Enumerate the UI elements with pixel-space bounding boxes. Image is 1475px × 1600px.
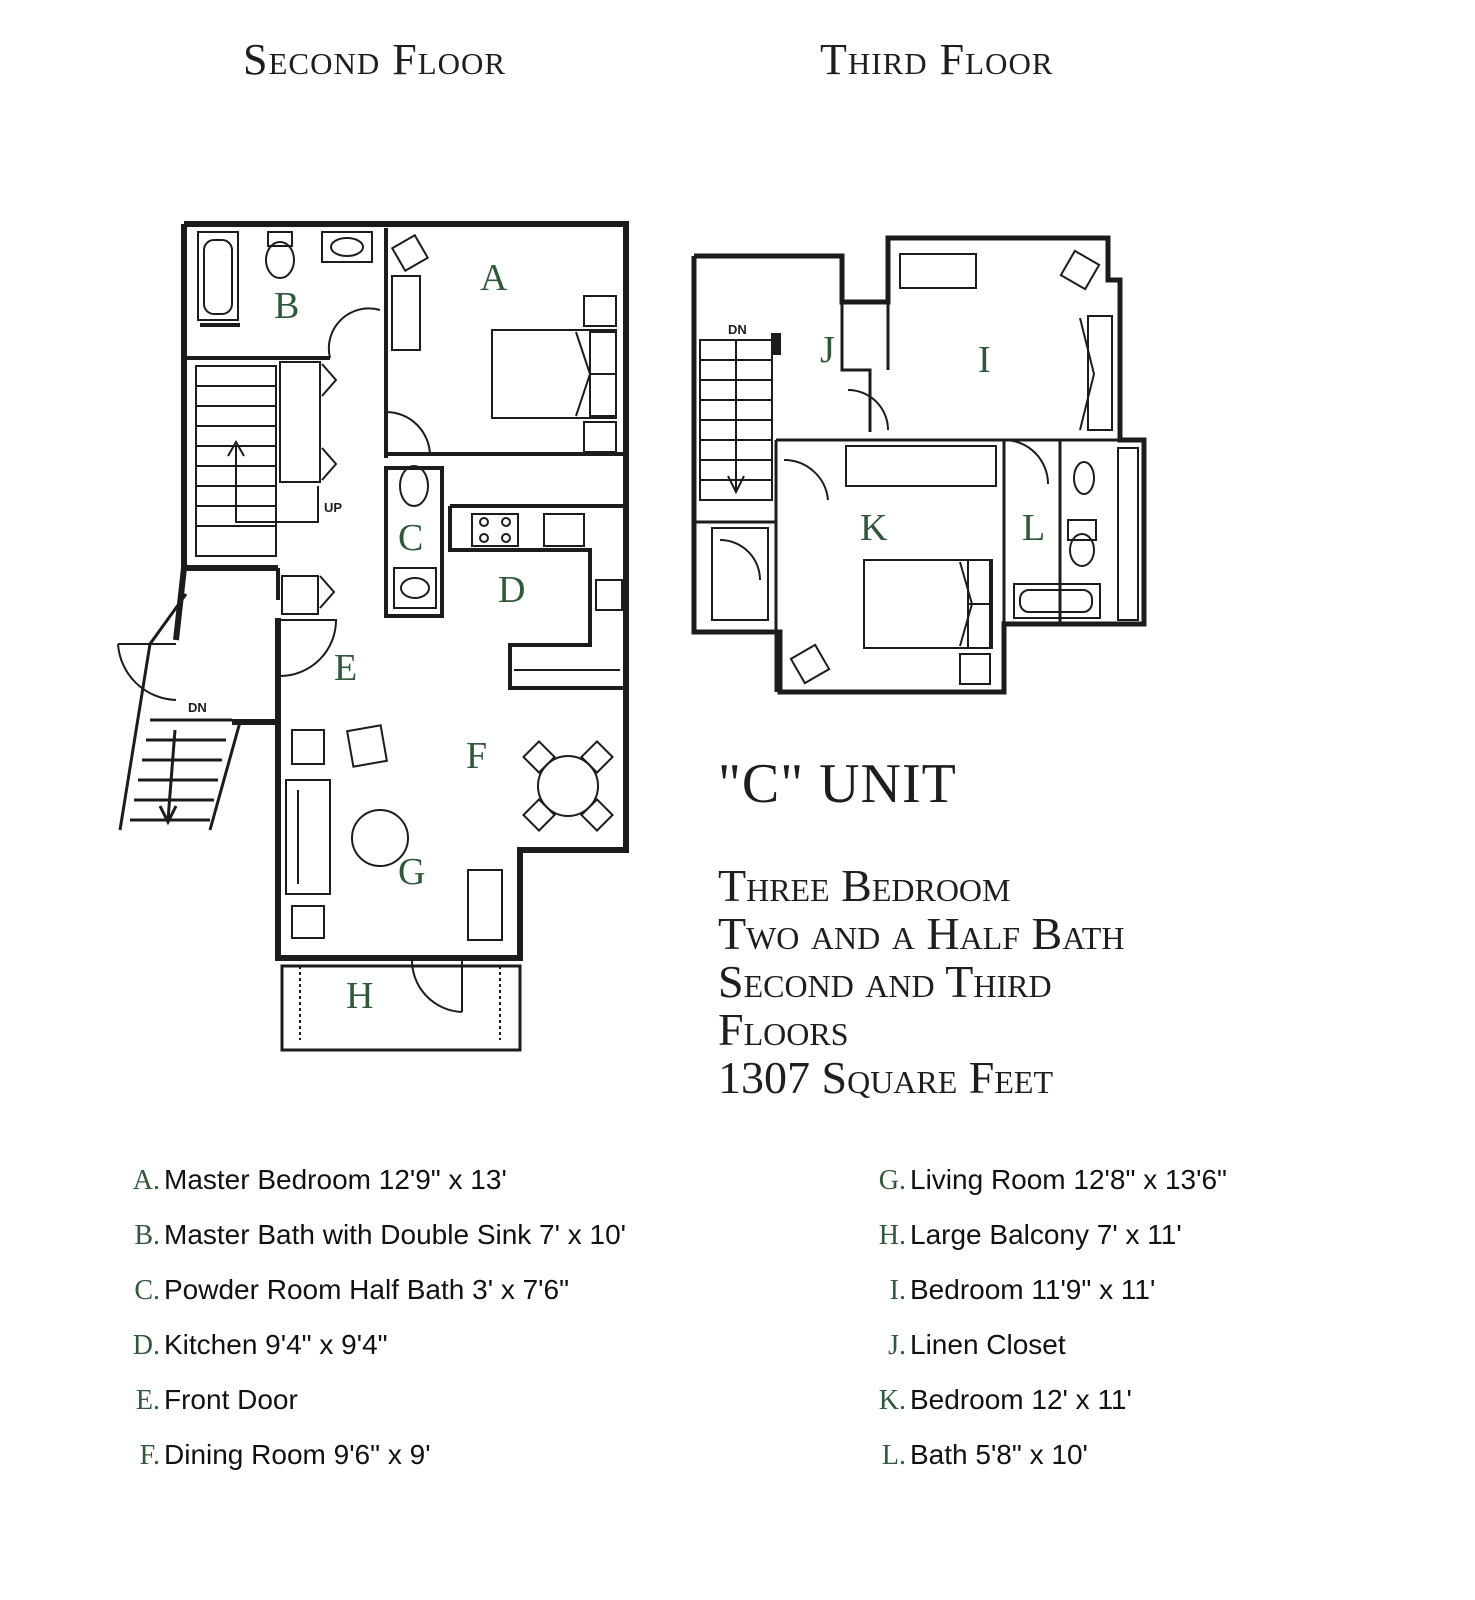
room-label-h: H: [346, 975, 373, 1017]
bedroom-i-furniture: [847, 249, 1113, 485]
legend-key: I.: [889, 1275, 906, 1306]
legend-item-i: I.Bedroom 11'9" x 11': [868, 1274, 1156, 1307]
room-label-l: L: [1022, 507, 1045, 549]
room-label-g: G: [398, 851, 425, 893]
kitchen-fixtures: [471, 513, 623, 671]
legend-item-d: D.Kitchen 9'4" x 9'4": [122, 1329, 388, 1362]
legend-item-l: L.Bath 5'8" x 10': [868, 1439, 1088, 1472]
interior-stair-up-label: UP: [324, 500, 342, 515]
front-door-swing: [279, 619, 338, 677]
bedroom-k-furniture: [711, 527, 993, 685]
second-floor-title: Second Floor: [243, 35, 507, 84]
entry-stair: [117, 593, 242, 831]
legend-key: K.: [878, 1385, 906, 1416]
room-label-c: C: [398, 517, 423, 559]
legend-item-a: A.Master Bedroom 12'9" x 13': [122, 1164, 507, 1197]
room-label-i: I: [978, 339, 991, 381]
legend-text: Bath 5'8" x 10': [910, 1439, 1088, 1470]
floor-plans: DN UP: [117, 221, 1147, 1052]
legend-item-b: B.Master Bath with Double Sink 7' x 10': [122, 1219, 626, 1252]
bedroom-k-closet: [783, 445, 997, 501]
legend-text: Linen Closet: [910, 1329, 1066, 1360]
third-floor-title: Third Floor: [820, 35, 1054, 84]
balcony: [280, 955, 522, 1052]
dining-set: [522, 740, 614, 832]
summary-line-baths: Two and a Half Bath: [718, 908, 1125, 959]
legend-text: Living Room 12'8" x 13'6": [910, 1164, 1227, 1195]
legend-text: Powder Room Half Bath 3' x 7'6": [164, 1274, 570, 1305]
unit-name: "C" UNIT: [718, 753, 957, 815]
entry-stair-dn-label: DN: [188, 700, 207, 715]
bath-l-fixtures: [1013, 447, 1139, 621]
legend-key: F.: [139, 1440, 160, 1471]
legend-key: D.: [132, 1330, 160, 1361]
summary-line-floors-cont: Floors: [718, 1004, 849, 1055]
room-label-k: K: [860, 507, 888, 549]
room-label-e: E: [334, 647, 357, 689]
legend-item-h: H.Large Balcony 7' x 11': [868, 1219, 1182, 1252]
room-label-d: D: [498, 569, 525, 611]
legend-text: Dining Room 9'6" x 9': [164, 1439, 431, 1470]
legend-key: B.: [134, 1220, 160, 1251]
summary-line-floors: Second and Third: [718, 956, 1052, 1007]
legend-item-f: F.Dining Room 9'6" x 9': [122, 1439, 431, 1472]
second-floor-plan: DN UP: [117, 221, 629, 1052]
legend-text: Master Bath with Double Sink 7' x 10': [164, 1219, 627, 1250]
room-label-j: J: [820, 329, 835, 371]
third-floor-stair: [699, 333, 781, 501]
third-floor-interior-walls: [694, 302, 1120, 692]
room-label-a: A: [480, 257, 508, 299]
legend-key: E.: [135, 1385, 160, 1416]
unit-summary: Three Bedroom Two and a Half Bath Second…: [718, 862, 1124, 1102]
legend-key: J.: [888, 1330, 906, 1361]
legend-item-c: C.Powder Room Half Bath 3' x 7'6": [122, 1274, 569, 1307]
third-floor-stair-dn-label: DN: [728, 322, 747, 337]
third-floor-outer-walls: [691, 235, 1147, 695]
legend-key: L.: [881, 1440, 906, 1471]
third-floor-plan: DN: [691, 235, 1147, 695]
legend-key: H.: [878, 1220, 906, 1251]
legend-item-j: J.Linen Closet: [868, 1329, 1066, 1362]
legend-text: Front Door: [164, 1384, 298, 1415]
legend-item-k: K.Bedroom 12' x 11': [868, 1384, 1132, 1417]
legend-key: A.: [132, 1165, 160, 1196]
room-label-f: F: [466, 735, 487, 777]
legend-item-e: E.Front Door: [122, 1384, 298, 1417]
master-bedroom-furniture: [385, 233, 617, 457]
summary-line-bedrooms: Three Bedroom: [718, 860, 1011, 911]
legend-text: Bedroom 12' x 11': [910, 1384, 1132, 1415]
legend-text: Bedroom 11'9" x 11': [910, 1274, 1156, 1305]
second-floor-interior-walls: [184, 228, 626, 690]
powder-room-fixtures: [393, 465, 437, 609]
interior-stair: [195, 365, 319, 557]
room-label-b: B: [274, 285, 299, 327]
legend-key: C.: [134, 1275, 160, 1306]
legend-item-g: G.Living Room 12'8" x 13'6": [868, 1164, 1227, 1197]
legend-key: G.: [878, 1165, 906, 1196]
living-room-furniture: [285, 724, 503, 941]
summary-line-square-feet: 1307 Square Feet: [718, 1052, 1054, 1103]
master-bath-fixtures: [197, 231, 381, 359]
legend-text: Master Bedroom 12'9" x 13': [164, 1164, 507, 1195]
hall-closets: [279, 361, 338, 615]
legend-text: Kitchen 9'4" x 9'4": [164, 1329, 388, 1360]
legend-text: Large Balcony 7' x 11': [910, 1219, 1182, 1250]
